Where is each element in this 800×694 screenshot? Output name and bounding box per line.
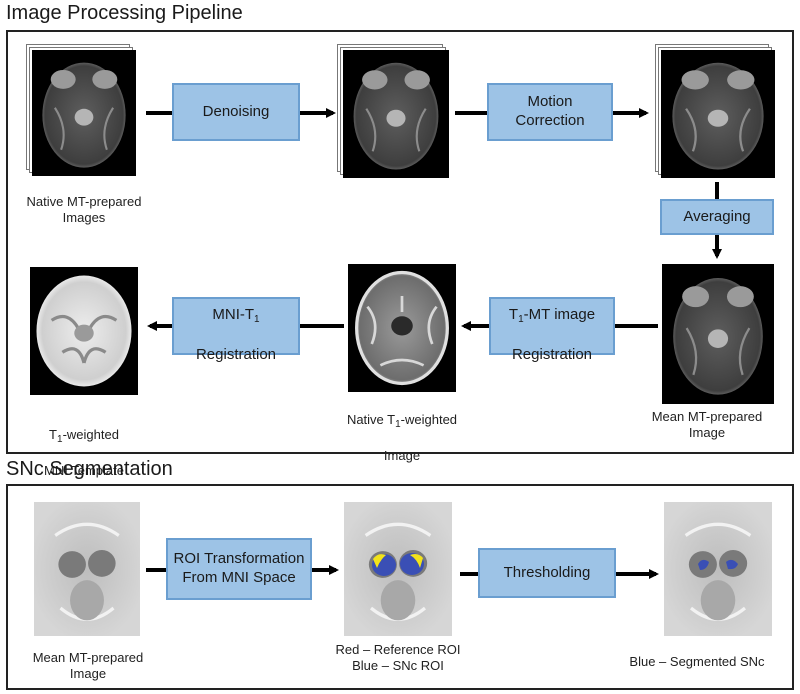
t1mt-rest: -MT image — [523, 306, 596, 324]
roi-transformation-label: ROI Transformation From MNI Space — [173, 550, 305, 586]
roi-transformation-step: ROI Transformation From MNI Space — [166, 538, 312, 600]
motion-correction-label: Motion Correction — [515, 93, 585, 129]
roi-slice-image — [344, 502, 452, 636]
native-mt-caption: Native MT-prepared Images — [26, 194, 142, 226]
brain-illustration — [662, 264, 774, 404]
mni-t1-registration-step: MNI-T1 Registration — [172, 297, 300, 363]
segmented-snc-right — [726, 559, 738, 570]
brain-illustration — [32, 50, 136, 176]
t1mt-line2: Registration — [511, 345, 593, 363]
mni-template-image — [30, 267, 138, 395]
thresholding-step: Thresholding — [478, 548, 616, 598]
roi-caption: Red – Reference ROI Blue – SNc ROI — [335, 642, 461, 674]
brain-illustration — [343, 50, 449, 178]
native-t1-image — [348, 264, 456, 392]
native-t1-caption-line2: Image — [383, 448, 421, 463]
segmentation-title: SNc Segmentation — [6, 458, 173, 480]
t1-mt-registration-step: T1-MT image Registration — [489, 297, 615, 363]
mean-mt-slice-image — [34, 502, 140, 636]
brain-illustration — [661, 50, 775, 178]
native-t1-caption: Native T1-weighted Image — [316, 396, 488, 464]
native-mt-image — [32, 50, 136, 176]
denoised-image — [343, 50, 449, 178]
brain-illustration — [30, 267, 138, 395]
thresholding-label: Thresholding — [503, 563, 591, 581]
denoising-label: Denoising — [202, 102, 270, 120]
segmented-snc-left — [698, 559, 709, 570]
pipeline-title: Image Processing Pipeline — [6, 2, 243, 24]
segmented-overlay — [698, 559, 738, 570]
mean-mt-caption: Mean MT-prepared Image — [651, 409, 763, 441]
template-caption-sub: 1 — [57, 434, 63, 446]
brain-illustration — [348, 264, 456, 392]
t1-mt-registration-label: T1-MT image Registration — [509, 288, 595, 365]
motion-correction-step: Motion Correction — [487, 83, 613, 141]
mni-t1-registration-label: MNI-T1 Registration — [196, 288, 276, 365]
brain-illustration — [664, 502, 772, 636]
averaging-step: Averaging — [660, 199, 774, 235]
averaging-label: Averaging — [683, 207, 751, 225]
segmented-caption: Blue – Segmented SNc — [629, 654, 765, 669]
roi-overlay — [372, 553, 424, 576]
t1mt-t: T — [508, 306, 519, 324]
reference-roi-left — [373, 554, 386, 568]
native-t1-caption-sub: 1 — [395, 419, 401, 431]
mean-mt-image — [662, 264, 774, 404]
mni-t: MNI-T — [212, 306, 255, 324]
denoising-step: Denoising — [172, 83, 300, 141]
mni-sub: 1 — [254, 314, 260, 326]
segmented-slice-image — [664, 502, 772, 636]
template-caption-rest: -weighted — [62, 427, 119, 443]
template-caption-t: T — [49, 427, 57, 443]
motion-corrected-image — [661, 50, 775, 178]
mni-line2: Registration — [195, 345, 277, 363]
brain-illustration — [34, 502, 140, 636]
t1mt-sub: 1 — [518, 314, 524, 326]
pipeline-frame — [6, 30, 794, 454]
segmentation-mean-mt-caption: Mean MT-prepared Image — [32, 650, 144, 682]
mni-template-caption: T1-weighted MNI Template — [6, 411, 162, 479]
reference-roi-right — [410, 554, 423, 568]
native-t1-caption-rest: -weighted — [400, 412, 458, 428]
native-t1-caption-t: Native T — [346, 412, 396, 428]
segmentation-frame — [6, 484, 794, 690]
template-caption-line2: MNI Template — [44, 463, 124, 478]
